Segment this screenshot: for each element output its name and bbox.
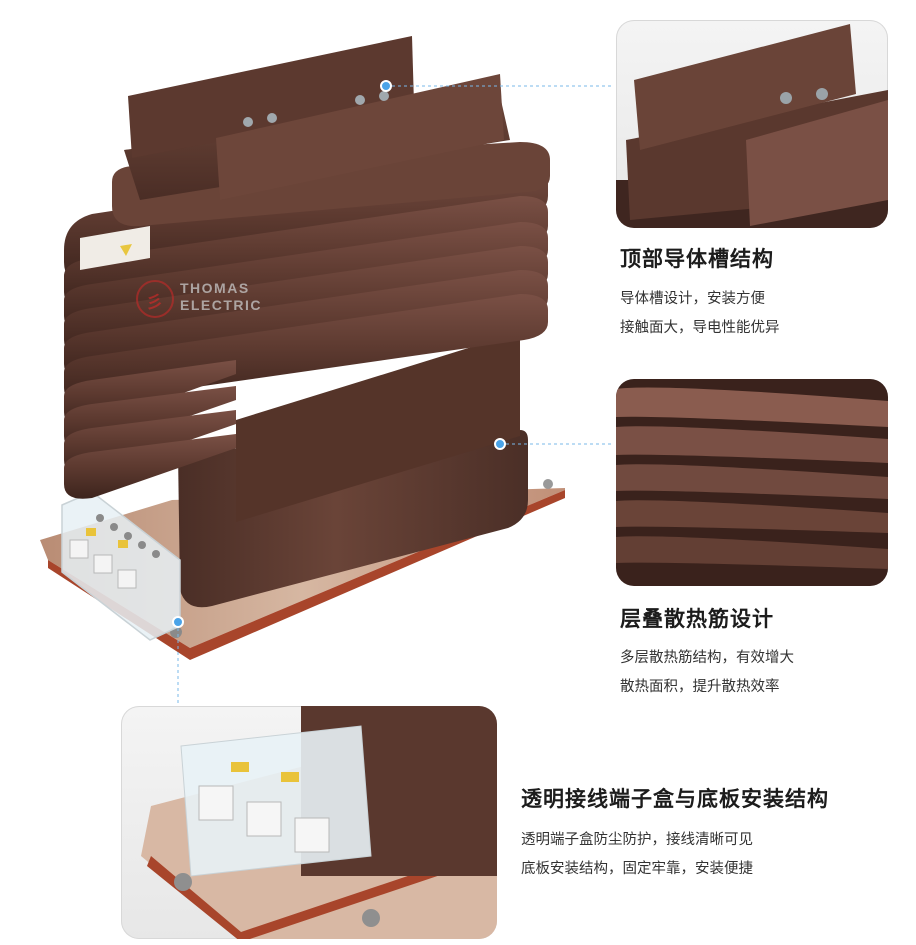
- logo-mark-text: 彡: [146, 293, 163, 313]
- trough-closeup: [616, 24, 888, 228]
- feature-conductor-trough: 顶部导体槽结构 导体槽设计，安装方便 接触面大，导电性能优异: [620, 243, 780, 343]
- feature-desc-line: 透明端子盒防尘防护，接线清晰可见: [521, 832, 753, 848]
- feature-desc-line: 接触面大，导电性能优异: [620, 320, 780, 336]
- detail-photo-conductor-trough: [616, 20, 888, 228]
- feature-title: 透明接线端子盒与底板安装结构: [521, 787, 829, 811]
- conductor-trough: [112, 36, 550, 227]
- feature-desc-line: 底板安装结构，固定牢靠，安装便捷: [521, 861, 753, 877]
- terminal-closeup: [141, 706, 497, 939]
- callout-dot-icon: [172, 616, 184, 628]
- feature-cooling-fins: 层叠散热筋设计 多层散热筋结构，有效增大 散热面积，提升散热效率: [620, 603, 794, 702]
- feature-terminal-base: 透明接线端子盒与底板安装结构 透明端子盒防尘防护，接线清晰可见 底板安装结构，固…: [521, 783, 829, 884]
- callout-dot-icon: [494, 438, 506, 450]
- brand-logo: 彡 THOMAS ELECTRIC: [136, 278, 276, 324]
- cooling-fins: [64, 149, 548, 499]
- lower-body: [178, 332, 528, 608]
- callout-dot-icon: [380, 80, 392, 92]
- logo-mark-icon: 彡: [136, 280, 174, 318]
- detail-photo-terminal-base: [121, 706, 497, 939]
- feature-desc-line: 散热面积，提升散热效率: [620, 679, 780, 695]
- terminal-box: [61, 491, 181, 641]
- callout-lines: [177, 85, 612, 704]
- nameplate: [80, 226, 150, 270]
- brand-name-line2: ELECTRIC: [180, 297, 262, 313]
- feature-desc-line: 多层散热筋结构，有效增大: [620, 650, 794, 666]
- brand-name-line1: THOMAS: [180, 280, 250, 296]
- base-plate: [40, 479, 565, 660]
- feature-title: 层叠散热筋设计: [620, 607, 774, 631]
- feature-desc-line: 导体槽设计，安装方便: [620, 291, 765, 307]
- detail-photo-cooling-fins: [616, 379, 888, 586]
- fins-closeup: [616, 379, 888, 586]
- feature-title: 顶部导体槽结构: [620, 247, 774, 271]
